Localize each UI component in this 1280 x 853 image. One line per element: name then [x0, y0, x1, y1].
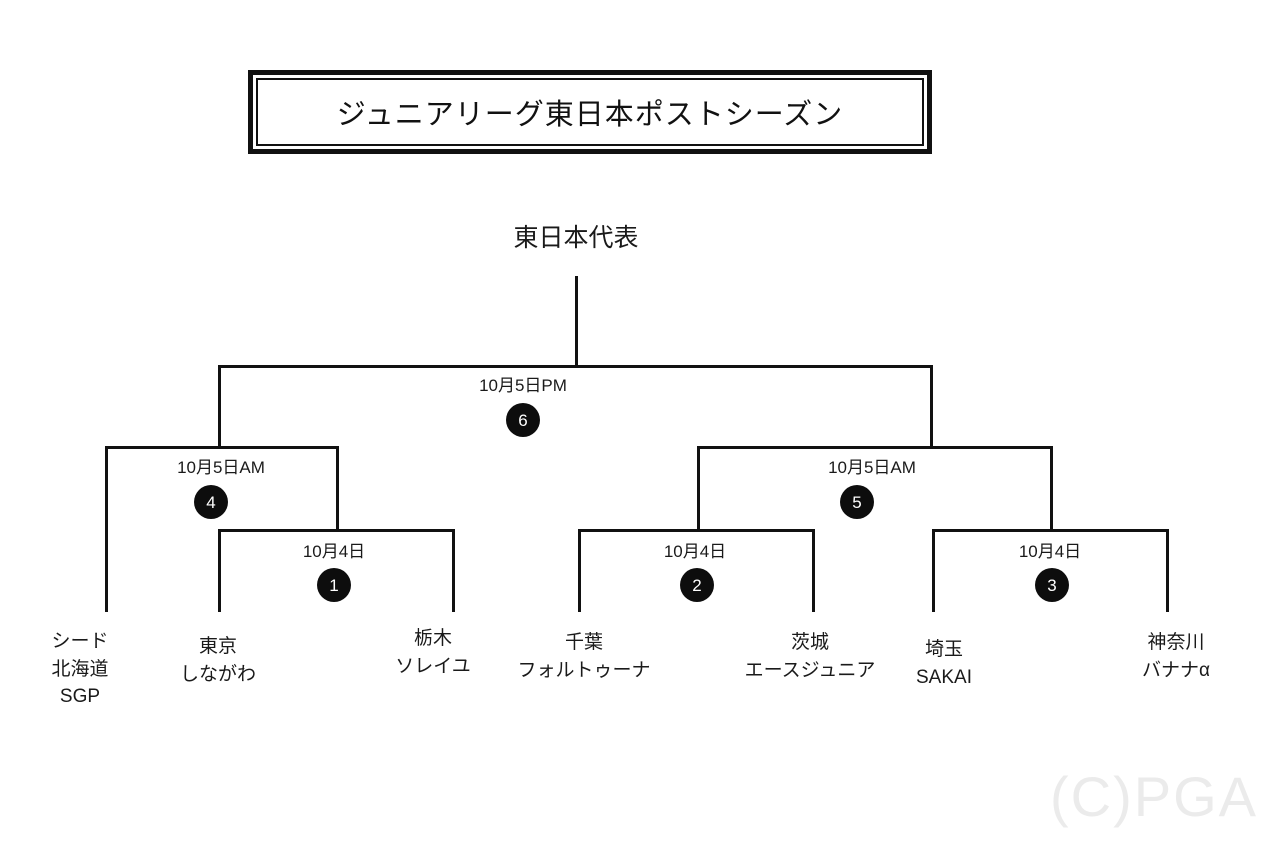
team-line-2: SAKAI [916, 666, 972, 688]
bracket-line-quarterfinal-1-right-stem [452, 529, 455, 612]
team-entry: 栃木 ソレイユ [395, 625, 471, 680]
match-date-semifinal-right: 10月5日AM [828, 458, 916, 477]
team-line-1: 茨城 [790, 632, 830, 653]
champion-label: 東日本代表 [513, 224, 639, 252]
bracket-line-semifinal-right-left-drop [697, 446, 700, 530]
bracket-line-champion-stem [575, 276, 578, 366]
team-line-1: 神奈川 [1147, 632, 1205, 653]
title-box: ジュニアリーグ東日本ポストシーズン [248, 70, 932, 154]
match-date-final: 10月5日PM [479, 376, 567, 395]
copyright-watermark: (C)PGA [1050, 765, 1258, 828]
team-line-2: バナナα [1142, 659, 1210, 681]
bracket-line-semifinal-right-right-drop [1050, 446, 1053, 530]
team-entry: 千葉 フォルトゥーナ [517, 629, 650, 684]
match-number-quarterfinal-1: 1 [317, 568, 351, 602]
match-number-quarterfinal-2: 2 [680, 568, 714, 602]
team-line-2: しながわ [179, 663, 257, 685]
bracket-line-quarterfinal-1-left-stem [218, 529, 221, 612]
bracket-line-semifinal-right-bar [697, 446, 1053, 449]
bracket-line-quarterfinal-3-bar [932, 529, 1169, 532]
team-line-2: フォルトゥーナ [517, 659, 651, 681]
match-date-quarterfinal-3: 10月4日 [1018, 542, 1082, 561]
bracket-line-quarterfinal-3-right-stem [1166, 529, 1169, 612]
bracket-line-quarterfinal-3-left-stem [932, 529, 935, 612]
bracket-line-quarterfinal-2-right-stem [812, 529, 815, 612]
bracket-line-quarterfinal-1-bar [218, 529, 455, 532]
match-number-final: 6 [506, 403, 540, 437]
match-number-semifinal-left: 4 [194, 485, 228, 519]
team-entry: 埼玉 SAKAI [916, 636, 972, 691]
bracket-line-final-bar [218, 365, 933, 368]
team-entry: 東京 しながわ [180, 633, 256, 688]
bracket-line-final-left-drop [218, 365, 221, 448]
team-line-2: 北海道 [51, 658, 109, 680]
match-number-semifinal-right: 5 [840, 485, 874, 519]
team-entry: シード 北海道 SGP [51, 628, 108, 711]
team-line-2: ソレイユ [395, 655, 471, 677]
team-entry: 神奈川 バナナα [1142, 629, 1210, 684]
match-date-quarterfinal-2: 10月4日 [663, 542, 727, 561]
team-line-1: シード [51, 631, 109, 652]
team-line-3: SGP [59, 686, 101, 708]
bracket-line-semifinal-left-right-drop [336, 446, 339, 530]
team-line-1: 栃木 [413, 628, 452, 649]
team-entry: 茨城 エースジュニア [745, 629, 876, 684]
page-title: ジュニアリーグ東日本ポストシーズン [336, 99, 844, 131]
match-date-semifinal-left: 10月5日AM [177, 458, 265, 477]
match-date-quarterfinal-1: 10月4日 [302, 542, 366, 561]
bracket-line-semifinal-left-bar [105, 446, 339, 449]
bracket-line-quarterfinal-2-left-stem [578, 529, 581, 612]
bracket-line-seed-stem [105, 446, 108, 612]
bracket-line-quarterfinal-2-bar [578, 529, 815, 532]
team-line-1: 東京 [198, 636, 238, 657]
bracket-line-final-right-drop [930, 365, 933, 448]
team-line-2: エースジュニア [744, 659, 876, 681]
team-line-1: 千葉 [564, 632, 604, 653]
title-box-inner: ジュニアリーグ東日本ポストシーズン [256, 78, 924, 146]
match-number-quarterfinal-3: 3 [1035, 568, 1069, 602]
team-line-1: 埼玉 [924, 639, 964, 660]
